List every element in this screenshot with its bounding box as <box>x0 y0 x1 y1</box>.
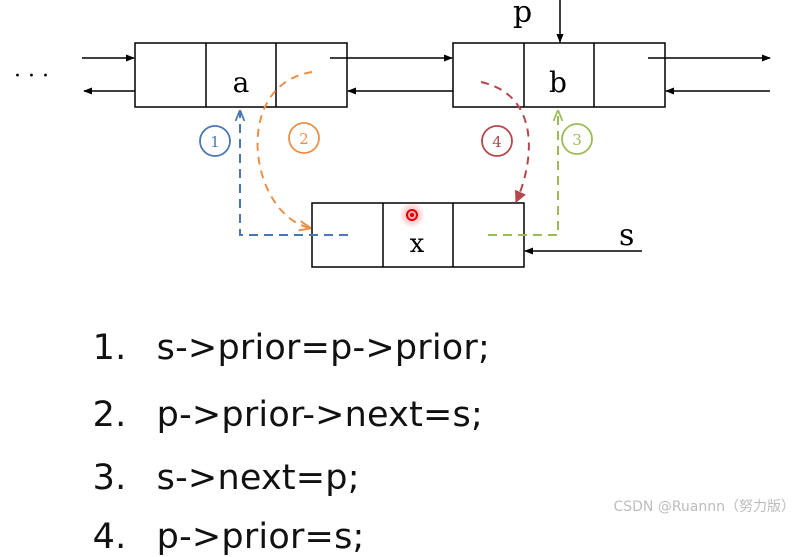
code-step-number: 4. <box>92 517 127 557</box>
node-a <box>134 42 348 108</box>
node-b-label: b <box>549 66 567 99</box>
pointer-p-label: p <box>513 0 532 30</box>
code-step-3: 3. s->next=p; <box>70 418 360 498</box>
pointer-s-label: s <box>619 218 634 253</box>
code-step-number: 1. <box>92 328 127 368</box>
ellipsis: · · · <box>14 64 49 89</box>
node-b <box>452 42 666 108</box>
step3-dashed-arrow <box>488 111 558 236</box>
cursor-dot <box>399 202 425 228</box>
code-step-text: p->prior->next=s; <box>156 395 483 435</box>
code-step-text: p->prior=s; <box>156 517 365 557</box>
node-x-label: x <box>410 229 425 259</box>
step2-marker-number: 2 <box>299 130 309 148</box>
code-step-text: s->prior=p->prior; <box>156 328 491 368</box>
step3-marker-circle <box>561 123 593 155</box>
step2-marker-circle <box>288 122 320 154</box>
step2-dashed-arrow <box>256 71 312 228</box>
step3-marker-number: 3 <box>572 131 582 149</box>
linked-list-diagram: · · · a b p x s 1 2 3 <box>14 0 771 268</box>
step1-dashed-arrow <box>240 111 348 236</box>
code-step-number: 2. <box>92 395 127 435</box>
step4-dashed-arrow <box>480 81 530 204</box>
step4-marker-circle <box>481 125 513 157</box>
code-step-text: s->next=p; <box>156 458 360 498</box>
code-step-number: 3. <box>92 458 127 498</box>
step4-marker-number: 4 <box>492 133 502 151</box>
step1-marker-circle <box>199 125 231 157</box>
watermark: CSDN @Ruannn（努力版） <box>613 499 795 515</box>
step1-marker-number: 1 <box>210 133 220 151</box>
node-a-label: a <box>233 66 250 99</box>
code-step-4: 4. p->prior=s; <box>70 477 365 557</box>
code-step-1: 1. s->prior=p->prior; <box>70 288 490 368</box>
code-step-2: 2. p->prior->next=s; <box>70 355 483 435</box>
